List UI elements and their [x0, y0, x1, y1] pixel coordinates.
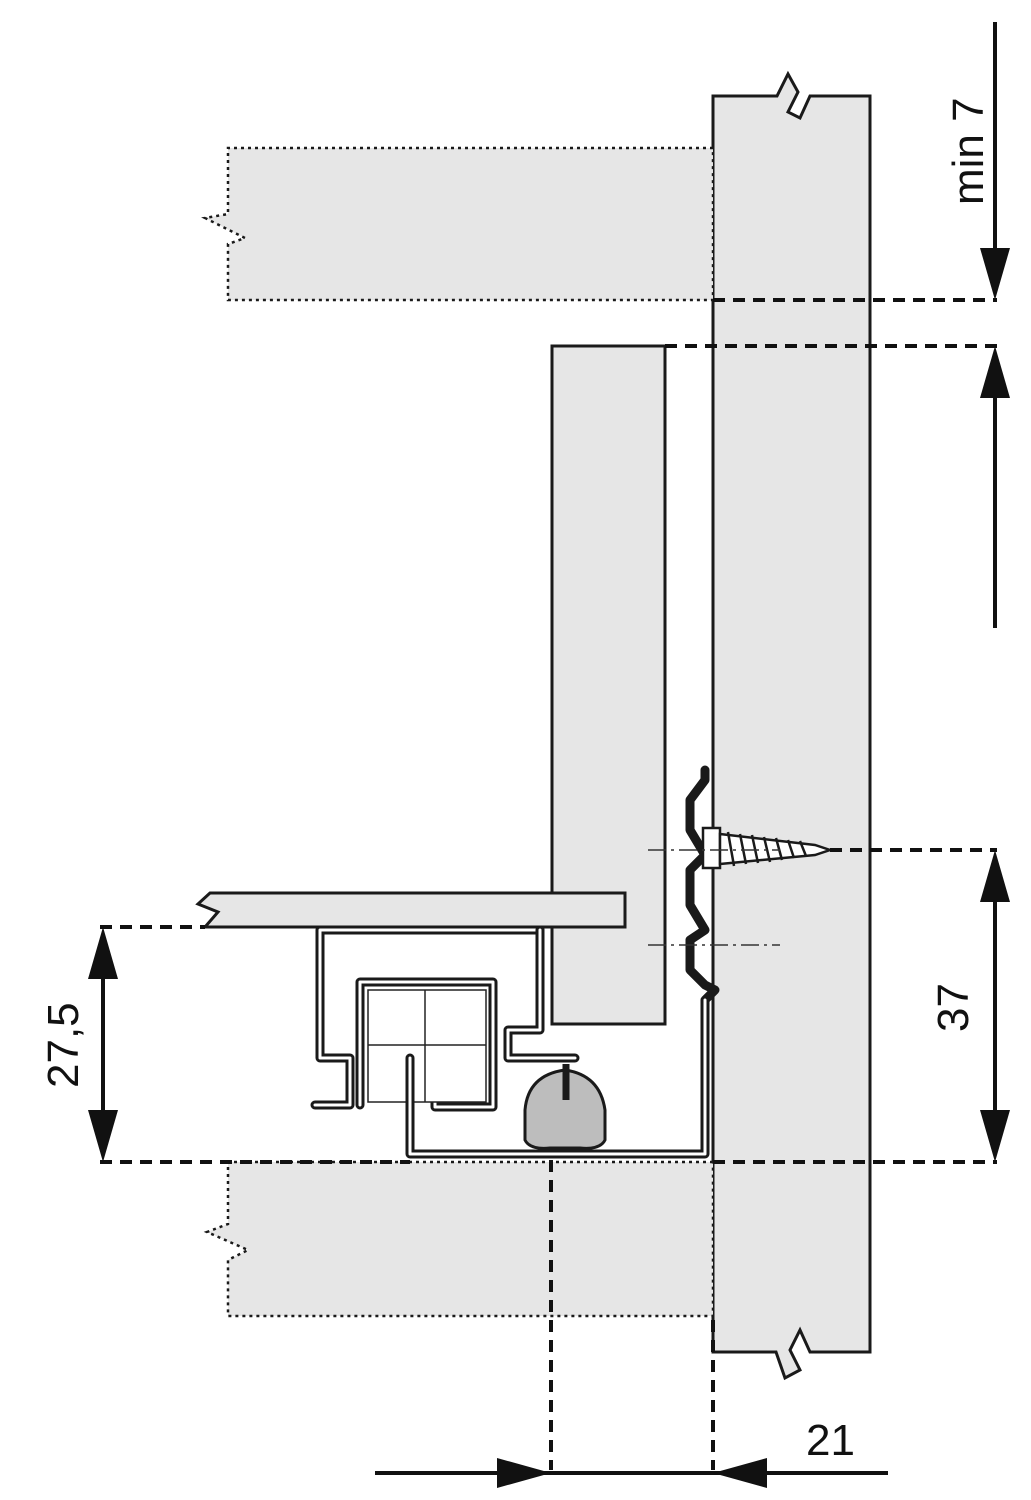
- dim-21-arrow-right: [497, 1458, 551, 1488]
- runner-right-channel-inner: [506, 928, 577, 1060]
- dim-27-5-arrow-down: [88, 1110, 118, 1162]
- dim-37-label: 37: [929, 983, 978, 1032]
- lower-panel-dotted: [203, 1160, 715, 1318]
- upper-drawer-bottom-dotted: [201, 146, 715, 302]
- dim-min7-arrow-up: [980, 346, 1010, 398]
- dim-min7-arrow-down: [980, 248, 1010, 300]
- dim-27-5-arrow-up: [88, 927, 118, 979]
- dim-27-5-label: 27,5: [39, 1002, 88, 1088]
- cabinet-rail-inner: [408, 998, 707, 1156]
- runner-outer-channel-inner: [313, 928, 542, 1107]
- dim-21-label: 21: [806, 1416, 855, 1465]
- bearing-cage: [367, 989, 487, 1103]
- cabinet-side-panel: [711, 70, 872, 1381]
- dim-min7-label: min 7: [944, 97, 993, 205]
- dim-21-arrow-left: [713, 1458, 767, 1488]
- runner-wheel: [523, 1068, 607, 1150]
- dim-37-arrow-down: [980, 1110, 1010, 1162]
- dim-37-arrow-up: [980, 850, 1010, 902]
- drawer-bottom-panel: [195, 891, 627, 929]
